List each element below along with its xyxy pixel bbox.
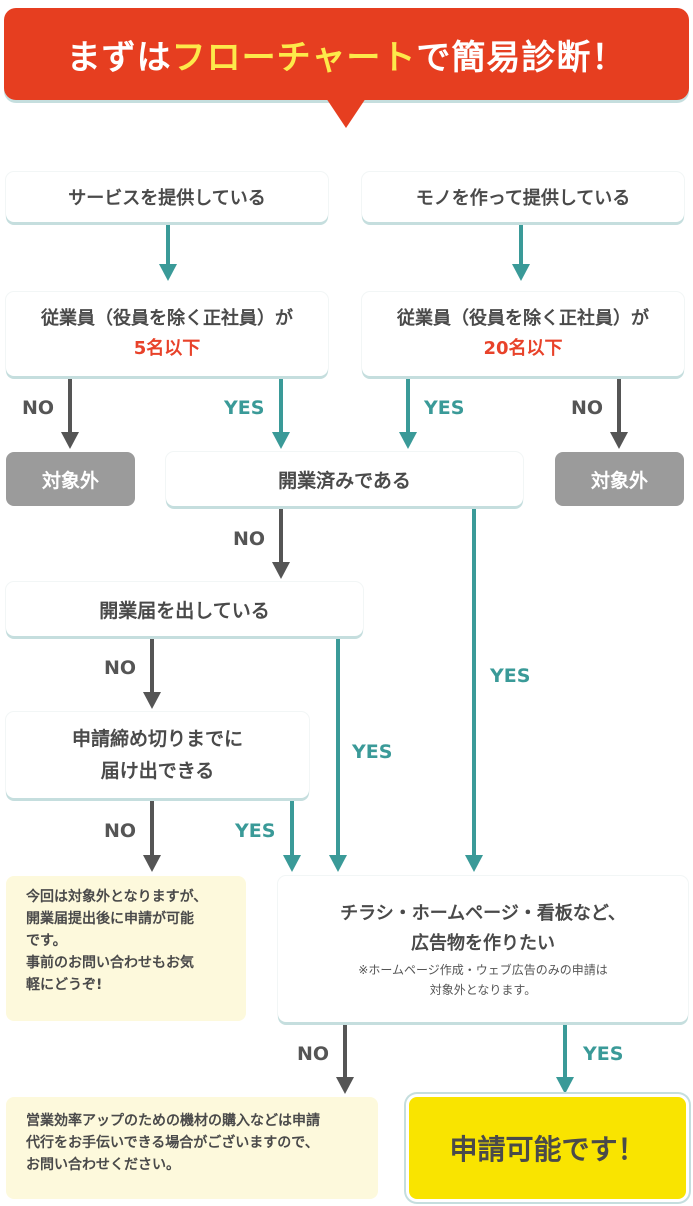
label-yes-deadline: YES xyxy=(235,820,276,842)
note-not-eligible-yet: 今回は対象外となりますが、 開業届提出後に申請が可能 です。 事前のお問い合わせ… xyxy=(6,876,246,1021)
employees-goods-line: 従業員（役員を除く正社員）が xyxy=(397,308,649,329)
header-title: まずはフローチャートで簡易診断！ xyxy=(66,37,627,78)
note-line2: 開業届提出後に申請が可能 xyxy=(26,911,194,927)
label-yes-flyer: YES xyxy=(583,1043,624,1065)
node-filed-label: 開業届を出している xyxy=(99,599,270,622)
label-yes-filed: YES xyxy=(352,741,393,763)
node-filed: 開業届を出している xyxy=(6,582,363,636)
node-service: サービスを提供している xyxy=(6,172,328,222)
flyer-line1: チラシ・ホームページ・看板など、 xyxy=(340,903,626,924)
limit-service: 5名以下 xyxy=(133,338,201,359)
flyer-sub1: ※ホームページ作成・ウェブ広告のみの申請は xyxy=(358,963,608,977)
node-flyer: チラシ・ホームページ・看板など、 広告物を作りたい ※ホームページ作成・ウェブ広… xyxy=(278,876,688,1022)
equipment-line1: 営業効率アップのための機材の購入などは申請 xyxy=(26,1113,320,1129)
not-eligible-right-label: 対象外 xyxy=(590,469,648,492)
label-no-service: NO xyxy=(22,397,55,419)
header-pointer xyxy=(326,98,366,128)
node-employees-goods: 従業員（役員を除く正社員）が 20名以下 xyxy=(362,292,684,376)
label-no-deadline: NO xyxy=(104,820,137,842)
node-goods-label: モノを作って提供している xyxy=(415,188,631,209)
label-no-opened: NO xyxy=(233,528,266,550)
node-goods: モノを作って提供している xyxy=(362,172,684,222)
node-deadline: 申請締め切りまでに 届け出できる xyxy=(6,712,309,798)
employees-service-line: 従業員（役員を除く正社員）が xyxy=(41,308,293,329)
note-equipment: 営業効率アップのための機材の購入などは申請 代行をお手伝いできる場合がございます… xyxy=(6,1097,378,1199)
flyer-sub2: 対象外となります。 xyxy=(429,983,537,997)
equipment-line3: お問い合わせください。 xyxy=(26,1157,180,1173)
note-line1: 今回は対象外となりますが、 xyxy=(26,889,208,905)
result-eligible: 申請可能です！ xyxy=(409,1097,686,1199)
label-no-flyer: NO xyxy=(297,1043,330,1065)
header-banner: まずはフローチャートで簡易診断！ xyxy=(4,8,689,100)
label-yes-service: YES xyxy=(224,397,265,419)
node-opened-label: 開業済みである xyxy=(278,469,411,492)
note-line5: 軽にどうぞ! xyxy=(26,977,103,993)
not-eligible-left-label: 対象外 xyxy=(41,469,99,492)
limit-goods: 20名以下 xyxy=(483,338,563,359)
not-eligible-left: 対象外 xyxy=(6,452,135,506)
label-yes-goods: YES xyxy=(424,397,465,419)
not-eligible-right: 対象外 xyxy=(555,452,684,506)
note-line3: です。 xyxy=(26,933,67,949)
label-yes-opened: YES xyxy=(490,665,531,687)
deadline-line1: 申請締め切りまでに xyxy=(71,728,243,750)
node-opened: 開業済みである xyxy=(166,452,523,506)
node-service-label: サービスを提供している xyxy=(68,188,266,209)
label-no-goods: NO xyxy=(571,397,604,419)
result-label: 申請可能です！ xyxy=(449,1133,646,1166)
deadline-line2: 届け出できる xyxy=(100,760,215,782)
flyer-line2: 広告物を作りたい xyxy=(411,933,555,954)
note-line4: 事前のお問い合わせもお気 xyxy=(26,955,194,971)
node-employees-service: 従業員（役員を除く正社員）が 5名以下 xyxy=(6,292,328,376)
equipment-line2: 代行をお手伝いできる場合がございますので、 xyxy=(26,1135,319,1151)
label-no-filed: NO xyxy=(104,657,137,679)
